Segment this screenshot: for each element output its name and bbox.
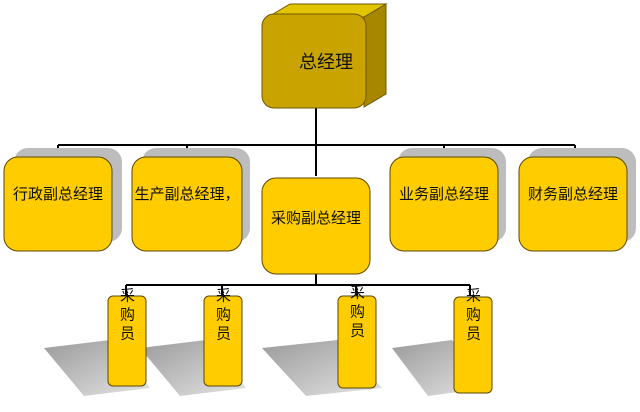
vp-node-business-box <box>389 156 499 252</box>
ceo-node-label: 总经理 <box>299 52 353 73</box>
vp-node-admin-label: 行政副总经理 <box>13 185 103 203</box>
buyer-node-2-box <box>203 295 243 387</box>
buyer-node-1-label: 采购员 <box>118 288 136 345</box>
buyer-node-1-box <box>107 295 147 387</box>
buyer-node-2: 采购员 <box>203 288 243 387</box>
connector-lines <box>57 108 576 296</box>
vp-node-business: 业务副总经理 <box>389 156 499 252</box>
vp-node-purchasing: 采购副总经理 <box>261 177 371 275</box>
vp-row: 行政副总经理 生产副总经理， 采购副总经理 业务副总经理 财务副总经理 <box>3 156 628 275</box>
buyer-node-3: 采购员 <box>337 285 377 389</box>
vp-node-finance-label: 财务副总经理 <box>528 185 618 203</box>
vp-node-finance: 财务副总经理 <box>518 156 628 252</box>
buyer-node-3-label: 采购员 <box>348 285 366 342</box>
vp-node-business-label: 业务副总经理 <box>399 185 489 203</box>
buyer-row: 采购员 采购员 采购员 采购员 <box>107 285 493 394</box>
buyer-node-1: 采购员 <box>107 288 147 387</box>
vp-node-admin: 行政副总经理 <box>3 156 113 252</box>
vp-node-production-label: 生产副总经理， <box>134 185 239 203</box>
buyer-node-4-box <box>453 296 493 394</box>
vp-node-finance-box <box>518 156 628 252</box>
ceo-node-side <box>363 3 387 108</box>
buyer-node-2-label: 采购员 <box>214 288 232 345</box>
buyer-node-3-box <box>337 295 377 389</box>
vp-node-purchasing-label: 采购副总经理 <box>271 209 361 227</box>
vp-node-admin-box <box>3 156 113 252</box>
vp-node-purchasing-box <box>261 177 371 275</box>
vp-node-production-box <box>131 156 243 252</box>
ceo-node-face <box>261 13 367 109</box>
vp-node-production: 生产副总经理， <box>131 156 243 252</box>
buyer-node-4: 采购员 <box>453 288 493 394</box>
ceo-node: 总经理 <box>261 3 388 109</box>
buyer-node-4-label: 采购员 <box>464 288 482 345</box>
